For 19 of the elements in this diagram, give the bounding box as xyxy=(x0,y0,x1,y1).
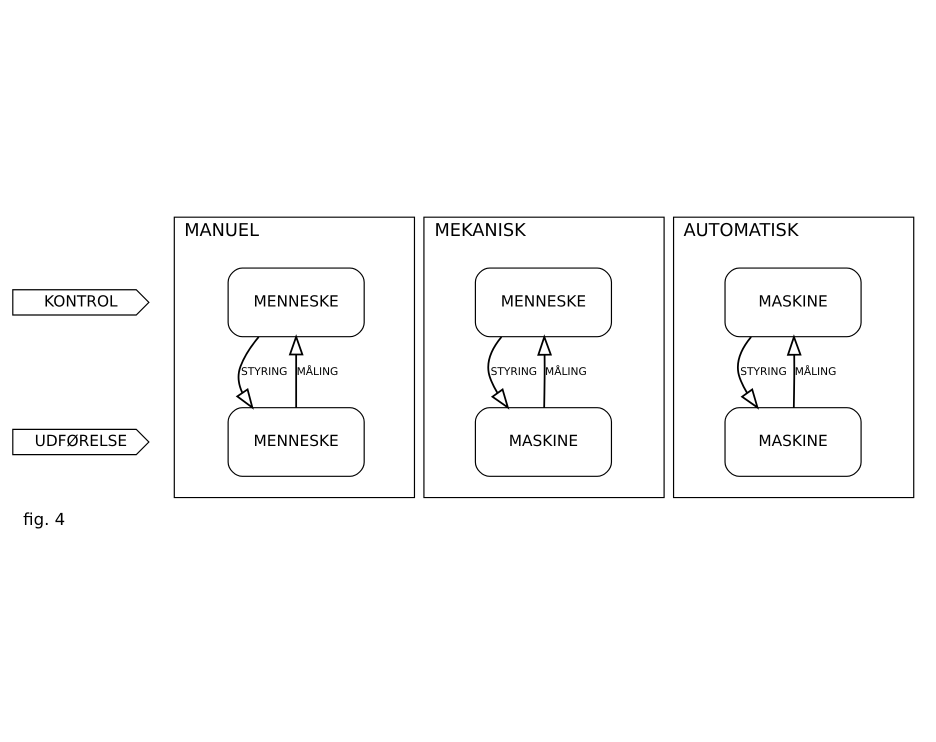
arrow xyxy=(288,334,304,408)
node-box: MASKINE xyxy=(474,407,612,477)
arrow xyxy=(737,336,760,410)
node-box: MASKINE xyxy=(724,407,862,477)
arrow xyxy=(537,334,552,408)
edge-label: MÅLING xyxy=(296,364,338,378)
caption: fig. 4 xyxy=(23,510,66,530)
node-box: MENNESKE xyxy=(228,267,365,338)
arrow xyxy=(236,336,260,410)
node-box: MASKINE xyxy=(724,267,862,338)
node-box: MENNESKE xyxy=(474,267,612,338)
arrow xyxy=(786,334,802,408)
edge-label: STYRING xyxy=(740,364,787,378)
edge-label: MÅLING xyxy=(794,364,836,378)
edge-label: STYRING xyxy=(490,364,538,378)
edge-label: STYRING xyxy=(240,364,288,378)
node-box: MENNESKE xyxy=(228,407,365,477)
arrow xyxy=(487,336,510,410)
edge-label: MÅLING xyxy=(545,364,587,378)
